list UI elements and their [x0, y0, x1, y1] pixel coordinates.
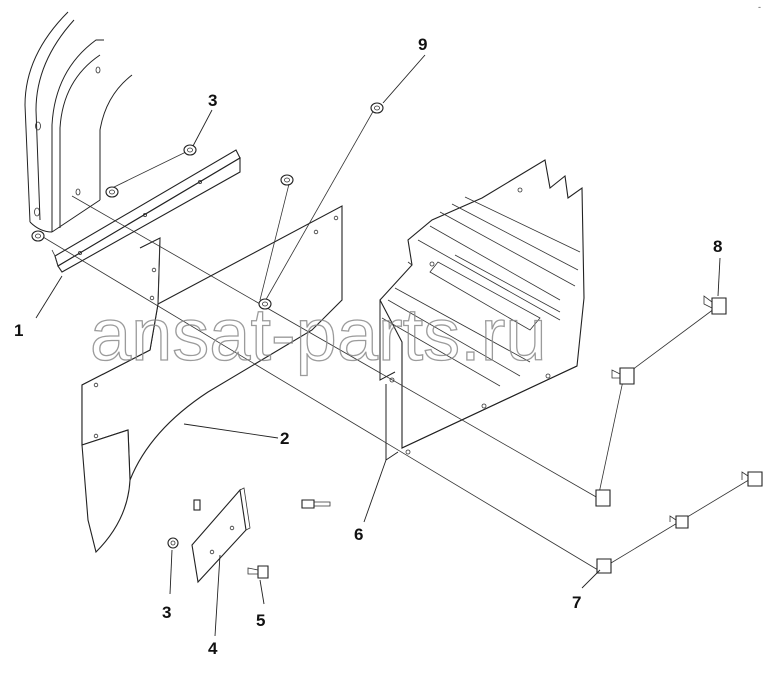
- nut-icon: [258, 298, 272, 310]
- callout-4: 4: [208, 639, 218, 658]
- bolt-icon: [669, 515, 689, 529]
- nut-icon: [105, 186, 119, 198]
- leader-lines: [35, 54, 721, 637]
- watermark-text: ansat-parts.ru: [90, 293, 547, 376]
- callout-9: 9: [418, 35, 427, 54]
- callout-3-bottom: 3: [162, 603, 171, 622]
- corner-mark: ‑: [758, 2, 761, 12]
- bolt-icon: [596, 558, 612, 574]
- part-1-angle-strip: [51, 149, 241, 273]
- nut-icon: [183, 144, 197, 156]
- bolt-icon: [611, 367, 635, 385]
- bolt-icon: [247, 565, 269, 579]
- part-4-small-bracket: [191, 487, 251, 584]
- callout-2: 2: [280, 429, 289, 448]
- callout-8: 8: [713, 237, 722, 256]
- bolt-icon: [595, 489, 611, 507]
- nut-icon: [167, 537, 179, 549]
- nut-icon: [370, 102, 384, 114]
- callout-1: 1: [14, 321, 23, 340]
- assembly-lines: [37, 107, 753, 571]
- nut-icon: [193, 499, 201, 511]
- fasteners: [31, 102, 763, 579]
- part-6-step-plate: [379, 159, 585, 461]
- callout-5: 5: [256, 611, 265, 630]
- nut-icon: [280, 174, 294, 186]
- bolt-icon: [741, 471, 763, 487]
- bolt-icon: [301, 499, 331, 509]
- part-2-side-panel: [81, 205, 343, 554]
- callout-3-top: 3: [208, 91, 217, 110]
- callout-7: 7: [572, 593, 581, 612]
- callout-6: 6: [354, 525, 363, 544]
- bolt-icon: [703, 295, 727, 315]
- fender-part: [24, 11, 133, 233]
- nut-icon: [31, 230, 45, 242]
